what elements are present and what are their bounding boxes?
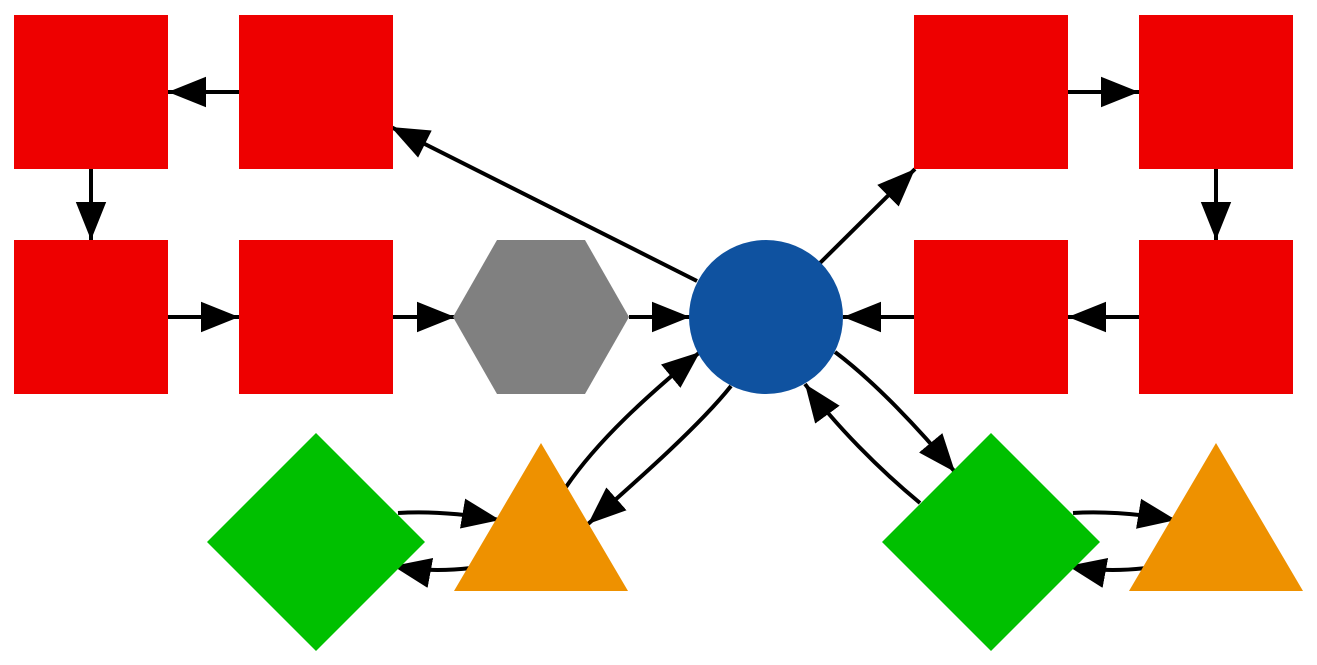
node-triangle-left: [454, 443, 628, 591]
edge-hub-circle-to-diamond-right: [833, 350, 957, 474]
node-diamond-right: [882, 433, 1100, 651]
nodes-layer: [14, 15, 1303, 651]
node-sq-top-left-inner: [239, 15, 393, 169]
edges-layer: [75, 76, 1232, 588]
node-hub-circle: [689, 240, 843, 394]
node-sq-mid-right-outer: [1139, 240, 1293, 394]
node-sq-top-left-outer: [14, 15, 168, 169]
node-triangle-right: [1129, 443, 1303, 591]
edge-triangle-left-to-diamond-left: [392, 557, 472, 588]
edge-triangle-left-to-hub-circle: [564, 350, 702, 489]
node-sq-top-right-inner: [914, 15, 1068, 169]
node-sq-top-right-outer: [1139, 15, 1293, 169]
edge-diamond-right-to-hub-circle: [803, 382, 922, 505]
edge-hub-circle-to-triangle-left: [586, 384, 733, 526]
node-sq-mid-right-inner: [914, 240, 1068, 394]
edge-hub-circle-to-sq-top-right-inner: [818, 167, 917, 265]
node-diamond-left: [207, 433, 425, 651]
edge-diamond-left-to-triangle-left: [397, 498, 501, 529]
node-sq-mid-left-inner: [239, 240, 393, 394]
node-hexagon: [453, 240, 629, 394]
edge-hub-circle-to-sq-top-left-inner: [390, 125, 698, 283]
edge-triangle-right-to-diamond-right: [1067, 557, 1147, 588]
node-sq-mid-left-outer: [14, 240, 168, 394]
edge-diamond-right-to-triangle-right: [1072, 498, 1177, 529]
